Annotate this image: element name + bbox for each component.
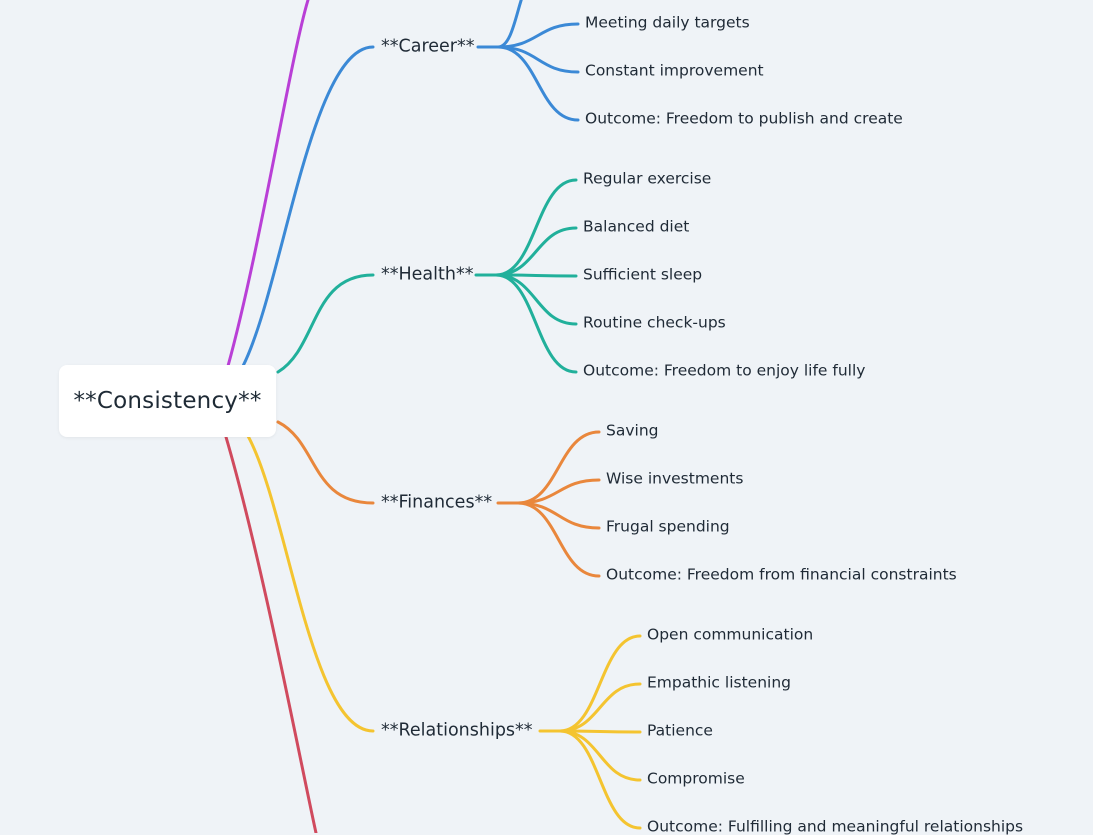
connector-offscreen-bottom: [224, 435, 318, 833]
leaf-node-relationships-3[interactable]: Compromise: [647, 769, 745, 788]
connector-finances-leaf-1: [516, 478, 601, 505]
connector-finances-leaf-0: [516, 430, 601, 505]
branch-node-finances[interactable]: **Finances**: [381, 492, 493, 513]
connector-career-leaf-offscreen: [496, 0, 523, 49]
connector-relationships: [246, 434, 375, 733]
leaf-node-career-0[interactable]: Meeting daily targets: [585, 13, 750, 32]
leaf-node-health-4[interactable]: Outcome: Freedom to enjoy life fully: [583, 361, 866, 380]
connector-career: [241, 45, 375, 368]
leaf-node-finances-0[interactable]: Saving: [606, 421, 659, 440]
leaf-node-health-0[interactable]: Regular exercise: [583, 169, 712, 188]
connector-relationships-leaf-0: [558, 634, 642, 733]
leaf-node-relationships-2[interactable]: Patience: [647, 721, 713, 740]
leaf-node-health-2[interactable]: Sufficient sleep: [583, 265, 703, 284]
leaf-node-health-1[interactable]: Balanced diet: [583, 217, 690, 236]
connector-finances-leaf-3: [516, 501, 601, 578]
connector-relationships-leaf-1: [558, 682, 642, 733]
branch-node-health[interactable]: **Health**: [381, 264, 474, 285]
connector-relationships-leaf-3: [558, 729, 642, 782]
leaf-node-career-2[interactable]: Outcome: Freedom to publish and create: [585, 109, 903, 128]
leaf-node-relationships-1[interactable]: Empathic listening: [647, 673, 791, 692]
leaf-node-health-3[interactable]: Routine check-ups: [583, 313, 726, 332]
connector-health-leaf-4: [494, 273, 578, 374]
connector-health: [276, 273, 375, 374]
leaf-node-relationships-4[interactable]: Outcome: Fulfilling and meaningful relat…: [647, 817, 1024, 835]
connector-relationships-leaf-4: [558, 729, 642, 830]
connector-career-leaf-0: [496, 22, 580, 49]
leaf-node-finances-2[interactable]: Frugal spending: [606, 517, 730, 536]
leaf-node-career-1[interactable]: Constant improvement: [585, 61, 764, 80]
branch-node-career[interactable]: **Career**: [381, 36, 475, 57]
leaf-node-relationships-0[interactable]: Open communication: [647, 625, 814, 644]
leaf-node-finances-3[interactable]: Outcome: Freedom from financial constrai…: [606, 565, 957, 584]
leaf-node-finances-1[interactable]: Wise investments: [606, 469, 744, 488]
root-node[interactable]: **Consistency**: [59, 365, 276, 437]
connector-finances: [276, 420, 375, 505]
root-node-label: **Consistency**: [73, 388, 262, 414]
connector-health-leaf-1: [494, 226, 578, 277]
connector-career-leaf-2: [496, 45, 580, 122]
branch-node-relationships[interactable]: **Relationships**: [381, 720, 533, 741]
connector-offscreen-top: [226, 0, 310, 368]
connector-health-leaf-0: [494, 178, 578, 277]
connector-health-leaf-3: [494, 273, 578, 326]
